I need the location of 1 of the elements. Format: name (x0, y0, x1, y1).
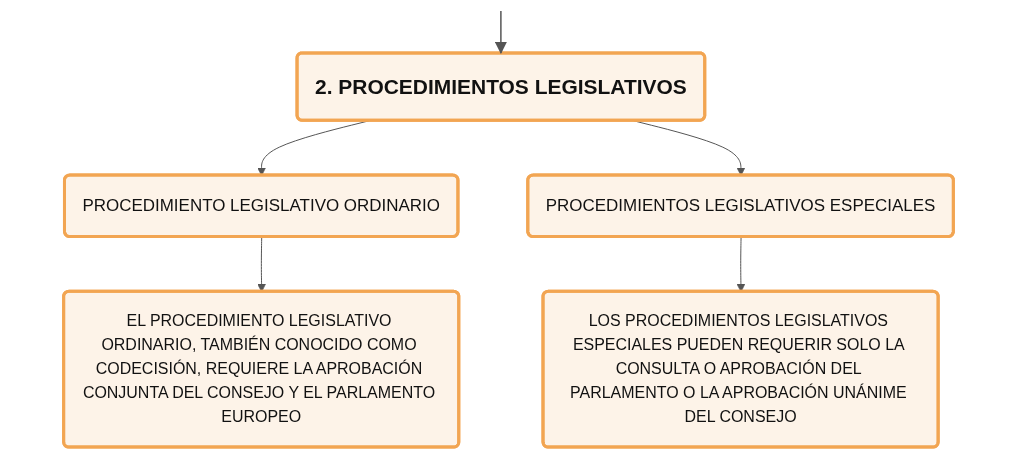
arrow (494, 10, 507, 55)
